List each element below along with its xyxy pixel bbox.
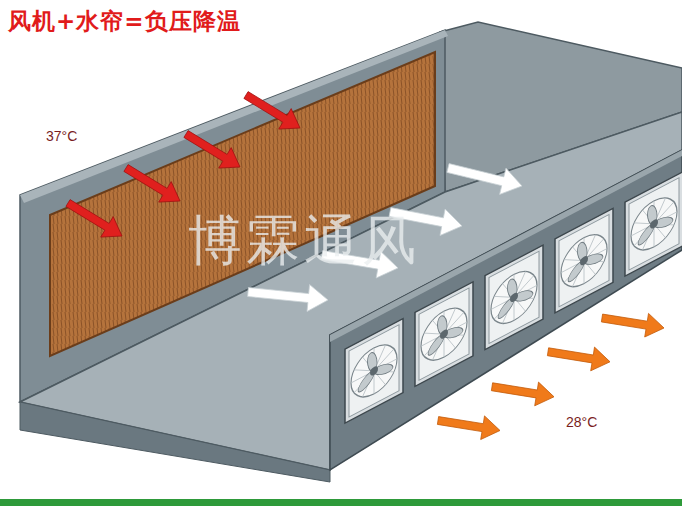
exhaust-fan — [345, 319, 403, 423]
fan-frame — [485, 245, 543, 349]
fan-hub — [650, 218, 658, 230]
fan-grill — [491, 262, 537, 332]
bottom-bar — [0, 499, 682, 506]
cool-air-arrow — [491, 382, 554, 406]
exhaust-fan — [485, 245, 543, 349]
fan-panel — [559, 215, 609, 307]
hot-air-arrow — [244, 92, 300, 130]
arrow-group — [66, 92, 664, 440]
fan-grill — [561, 226, 607, 296]
floor-edge — [20, 402, 330, 482]
fan-frame — [415, 282, 473, 386]
fan-panel — [489, 251, 539, 343]
diagram-title: 风机+水帘=负压降温 — [8, 6, 241, 37]
hot-air-arrow — [66, 200, 122, 238]
fan-panel — [419, 288, 469, 380]
fan-panel — [349, 325, 399, 417]
fan-grill — [351, 336, 397, 406]
fan-hub — [510, 291, 518, 303]
fan-hub — [580, 255, 588, 267]
cool-air-arrow — [547, 347, 610, 371]
exhaust-fan — [625, 172, 682, 276]
fan-wall — [330, 150, 682, 470]
cool-air-arrow — [437, 416, 500, 440]
hot-air-arrow — [184, 131, 240, 169]
fan-grill — [631, 189, 677, 259]
fan-frame — [625, 172, 682, 276]
fan-frame — [345, 319, 403, 423]
watermark: 博霖通风 — [188, 205, 420, 278]
temperature-label: 37°C — [46, 128, 77, 144]
fan-frame — [555, 208, 613, 312]
airflow-arrow — [447, 164, 522, 195]
fan-grill — [421, 299, 467, 369]
exhaust-fan — [415, 282, 473, 386]
hot-air-arrow — [124, 165, 180, 203]
airflow-arrow — [248, 285, 328, 312]
fan-hub — [370, 365, 378, 377]
fan-hub — [440, 328, 448, 340]
exhaust-fan — [555, 208, 613, 312]
cool-air-arrow — [601, 313, 664, 337]
fan-panel — [629, 178, 679, 270]
temperature-label: 28°C — [566, 414, 597, 430]
